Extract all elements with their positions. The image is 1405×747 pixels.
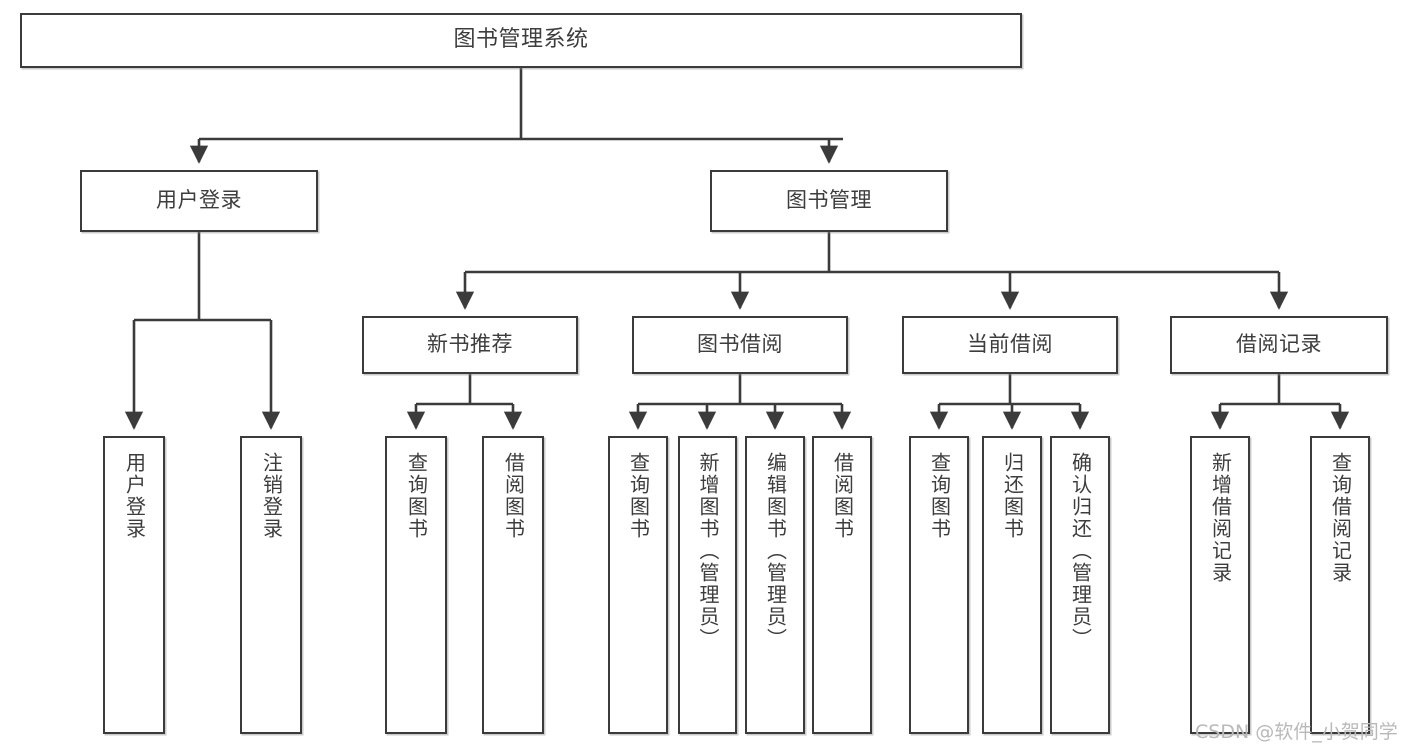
leaf-query-book-recommend-label: 查询图书: [404, 452, 429, 540]
leaf-borrow-book-recommend[interactable]: 借阅图书: [482, 436, 544, 734]
node-book-borrow[interactable]: 图书借阅: [632, 316, 848, 374]
leaf-add-book[interactable]: 新增图书（管理员）: [678, 436, 737, 734]
leaf-query-book-current-label: 查询图书: [927, 452, 952, 540]
leaf-user-login-label: 用户登录: [122, 452, 147, 540]
leaf-return-book-label: 归还图书: [1000, 452, 1025, 540]
leaf-return-book[interactable]: 归还图书: [982, 436, 1042, 734]
node-root[interactable]: 图书管理系统: [20, 13, 1022, 68]
node-root-label: 图书管理系统: [453, 27, 589, 53]
leaf-query-book-borrow-label: 查询图书: [626, 452, 651, 540]
leaf-add-borrow-record-label: 新增借阅记录: [1208, 452, 1233, 584]
leaf-query-borrow-record[interactable]: 查询借阅记录: [1310, 436, 1370, 734]
leaf-query-book-current[interactable]: 查询图书: [909, 436, 969, 734]
leaf-user-login[interactable]: 用户登录: [103, 436, 165, 734]
leaf-query-book-borrow[interactable]: 查询图书: [608, 436, 668, 734]
node-borrow-record[interactable]: 借阅记录: [1170, 316, 1388, 374]
leaf-query-book-recommend[interactable]: 查询图书: [385, 436, 447, 734]
node-current-borrow[interactable]: 当前借阅: [902, 316, 1118, 374]
leaf-edit-book-label: 编辑图书（管理员）: [763, 452, 788, 650]
leaf-borrow-book-recommend-label: 借阅图书: [501, 452, 526, 540]
leaf-borrow-book[interactable]: 借阅图书: [812, 436, 872, 734]
leaf-borrow-book-label: 借阅图书: [830, 452, 855, 540]
csdn-watermark: CSDN @软件_小贺同学: [1195, 721, 1398, 743]
node-current-borrow-label: 当前借阅: [967, 332, 1053, 357]
leaf-confirm-return[interactable]: 确认归还（管理员）: [1050, 436, 1110, 734]
leaf-add-book-label: 新增图书（管理员）: [696, 452, 720, 650]
node-user-login-label: 用户登录: [156, 188, 242, 213]
node-book-borrow-label: 图书借阅: [697, 332, 783, 357]
leaf-confirm-return-label: 确认归还（管理员）: [1068, 452, 1093, 650]
node-new-book-recommend-label: 新书推荐: [427, 332, 513, 357]
leaf-add-borrow-record[interactable]: 新增借阅记录: [1190, 436, 1250, 734]
node-new-book-recommend[interactable]: 新书推荐: [362, 316, 578, 374]
leaf-logout[interactable]: 注销登录: [240, 436, 302, 734]
leaf-logout-label: 注销登录: [259, 452, 284, 540]
node-user-login[interactable]: 用户登录: [80, 170, 318, 232]
node-borrow-record-label: 借阅记录: [1236, 332, 1322, 357]
leaf-edit-book[interactable]: 编辑图书（管理员）: [745, 436, 805, 734]
leaf-query-borrow-record-label: 查询借阅记录: [1328, 452, 1353, 584]
node-book-management[interactable]: 图书管理: [710, 170, 948, 232]
node-book-management-label: 图书管理: [786, 188, 872, 213]
